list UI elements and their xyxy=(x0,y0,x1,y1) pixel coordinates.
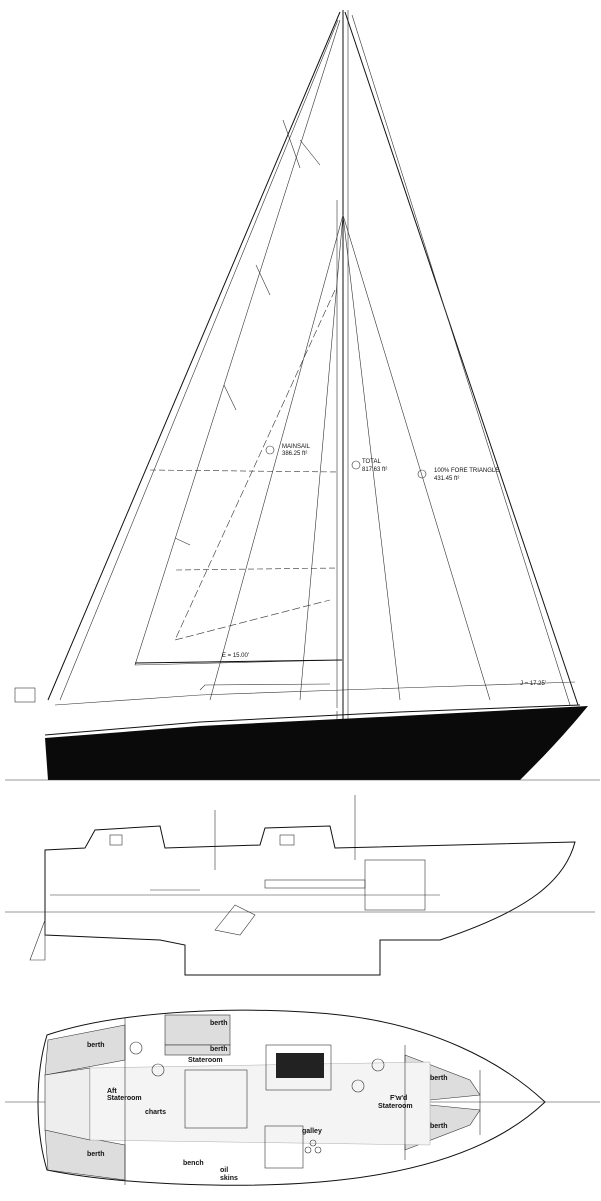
room-label: berth xyxy=(87,1151,105,1158)
room-label: galley xyxy=(302,1128,322,1135)
e-dimension: E = 15.00' xyxy=(222,653,249,659)
room-label: Stateroom xyxy=(188,1057,223,1064)
room-label: skins xyxy=(220,1175,238,1182)
room-label: Aft xyxy=(107,1088,117,1095)
foretriangle-label: 100% FORE TRIANGLE xyxy=(434,468,499,474)
accommodation-plan: berth berth berth Stateroom Aft Stateroo… xyxy=(5,1009,600,1186)
backstay xyxy=(47,11,341,701)
mainsail-label: MAINSAIL xyxy=(282,444,311,450)
room-label: oil xyxy=(220,1167,228,1174)
room-label: Stateroom xyxy=(378,1103,413,1110)
mainsail-area: 386.25 ft² xyxy=(282,451,307,457)
saloon-table xyxy=(276,1053,324,1078)
room-label: berth xyxy=(87,1042,105,1049)
total-area: 817.63 ft² xyxy=(362,467,387,473)
total-label: TOTAL xyxy=(362,459,381,465)
mainsail xyxy=(134,19,341,666)
j-dimension: J = 17.25' xyxy=(520,681,546,687)
room-label: berth xyxy=(430,1123,448,1130)
room-label: charts xyxy=(145,1109,166,1116)
ensign-flag xyxy=(14,687,36,703)
hull-outline-plan xyxy=(37,1009,546,1186)
sail-plan: MAINSAIL 386.25 ft² TOTAL 817.63 ft² 100… xyxy=(5,10,600,781)
room-label: berth xyxy=(430,1075,448,1082)
room-label: berth xyxy=(210,1046,228,1053)
boom xyxy=(134,659,343,664)
forestay xyxy=(344,11,579,706)
foretriangle-area: 431.45 ft² xyxy=(434,476,459,482)
inboard-profile xyxy=(5,795,595,976)
room-label: Stateroom xyxy=(107,1095,142,1102)
room-label: F'w'd xyxy=(390,1095,407,1102)
shroud xyxy=(209,214,344,701)
room-label: berth xyxy=(210,1020,228,1027)
room-label: bench xyxy=(183,1160,204,1167)
hull xyxy=(45,706,588,780)
